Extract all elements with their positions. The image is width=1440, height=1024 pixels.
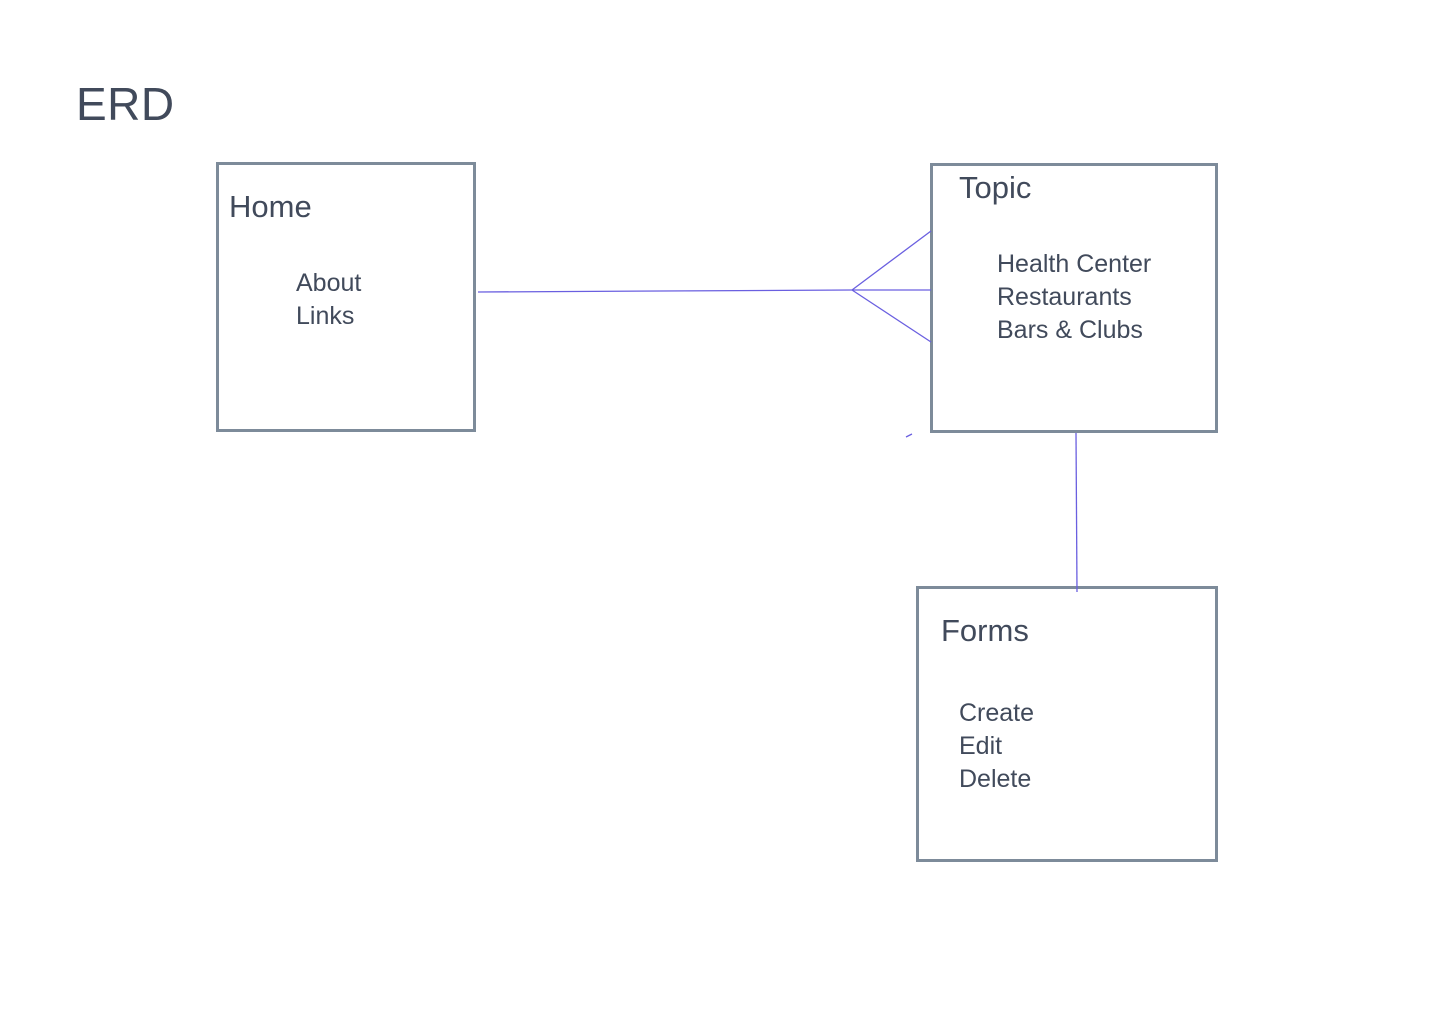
entity-topic[interactable]: Topic Health Center Restaurants Bars & C… <box>930 163 1218 433</box>
connector-line <box>1075 432 1078 593</box>
entity-attribute: Health Center <box>997 250 1152 278</box>
entity-topic-attributes: Health Center Restaurants Bars & Clubs <box>997 248 1151 347</box>
entity-attribute: Links <box>296 302 355 330</box>
entity-forms-attributes: Create Edit Delete <box>959 697 1034 796</box>
entity-forms-title: Forms <box>941 613 1029 648</box>
relationship-home-topic[interactable] <box>477 230 932 343</box>
entity-topic-title: Topic <box>959 170 1032 205</box>
stray-pen-mark <box>905 433 913 438</box>
crows-foot-upper-prong <box>851 230 932 291</box>
entity-attribute: Create <box>959 699 1035 727</box>
crows-foot-lower-prong <box>851 289 932 343</box>
entity-forms[interactable]: Forms Create Edit Delete <box>916 586 1218 862</box>
entity-home[interactable]: Home About Links <box>216 162 476 432</box>
relationship-topic-forms[interactable] <box>1075 432 1078 593</box>
entity-attribute: Restaurants <box>997 283 1132 311</box>
page-title: ERD <box>76 78 175 130</box>
entity-attribute: Delete <box>959 765 1032 793</box>
entity-home-title: Home <box>229 189 312 224</box>
entity-attribute: Bars & Clubs <box>997 316 1143 344</box>
entity-home-attributes: About Links <box>296 267 361 333</box>
entity-attribute: About <box>296 269 362 297</box>
entity-attribute: Edit <box>959 732 1003 760</box>
connector-line <box>477 289 853 293</box>
